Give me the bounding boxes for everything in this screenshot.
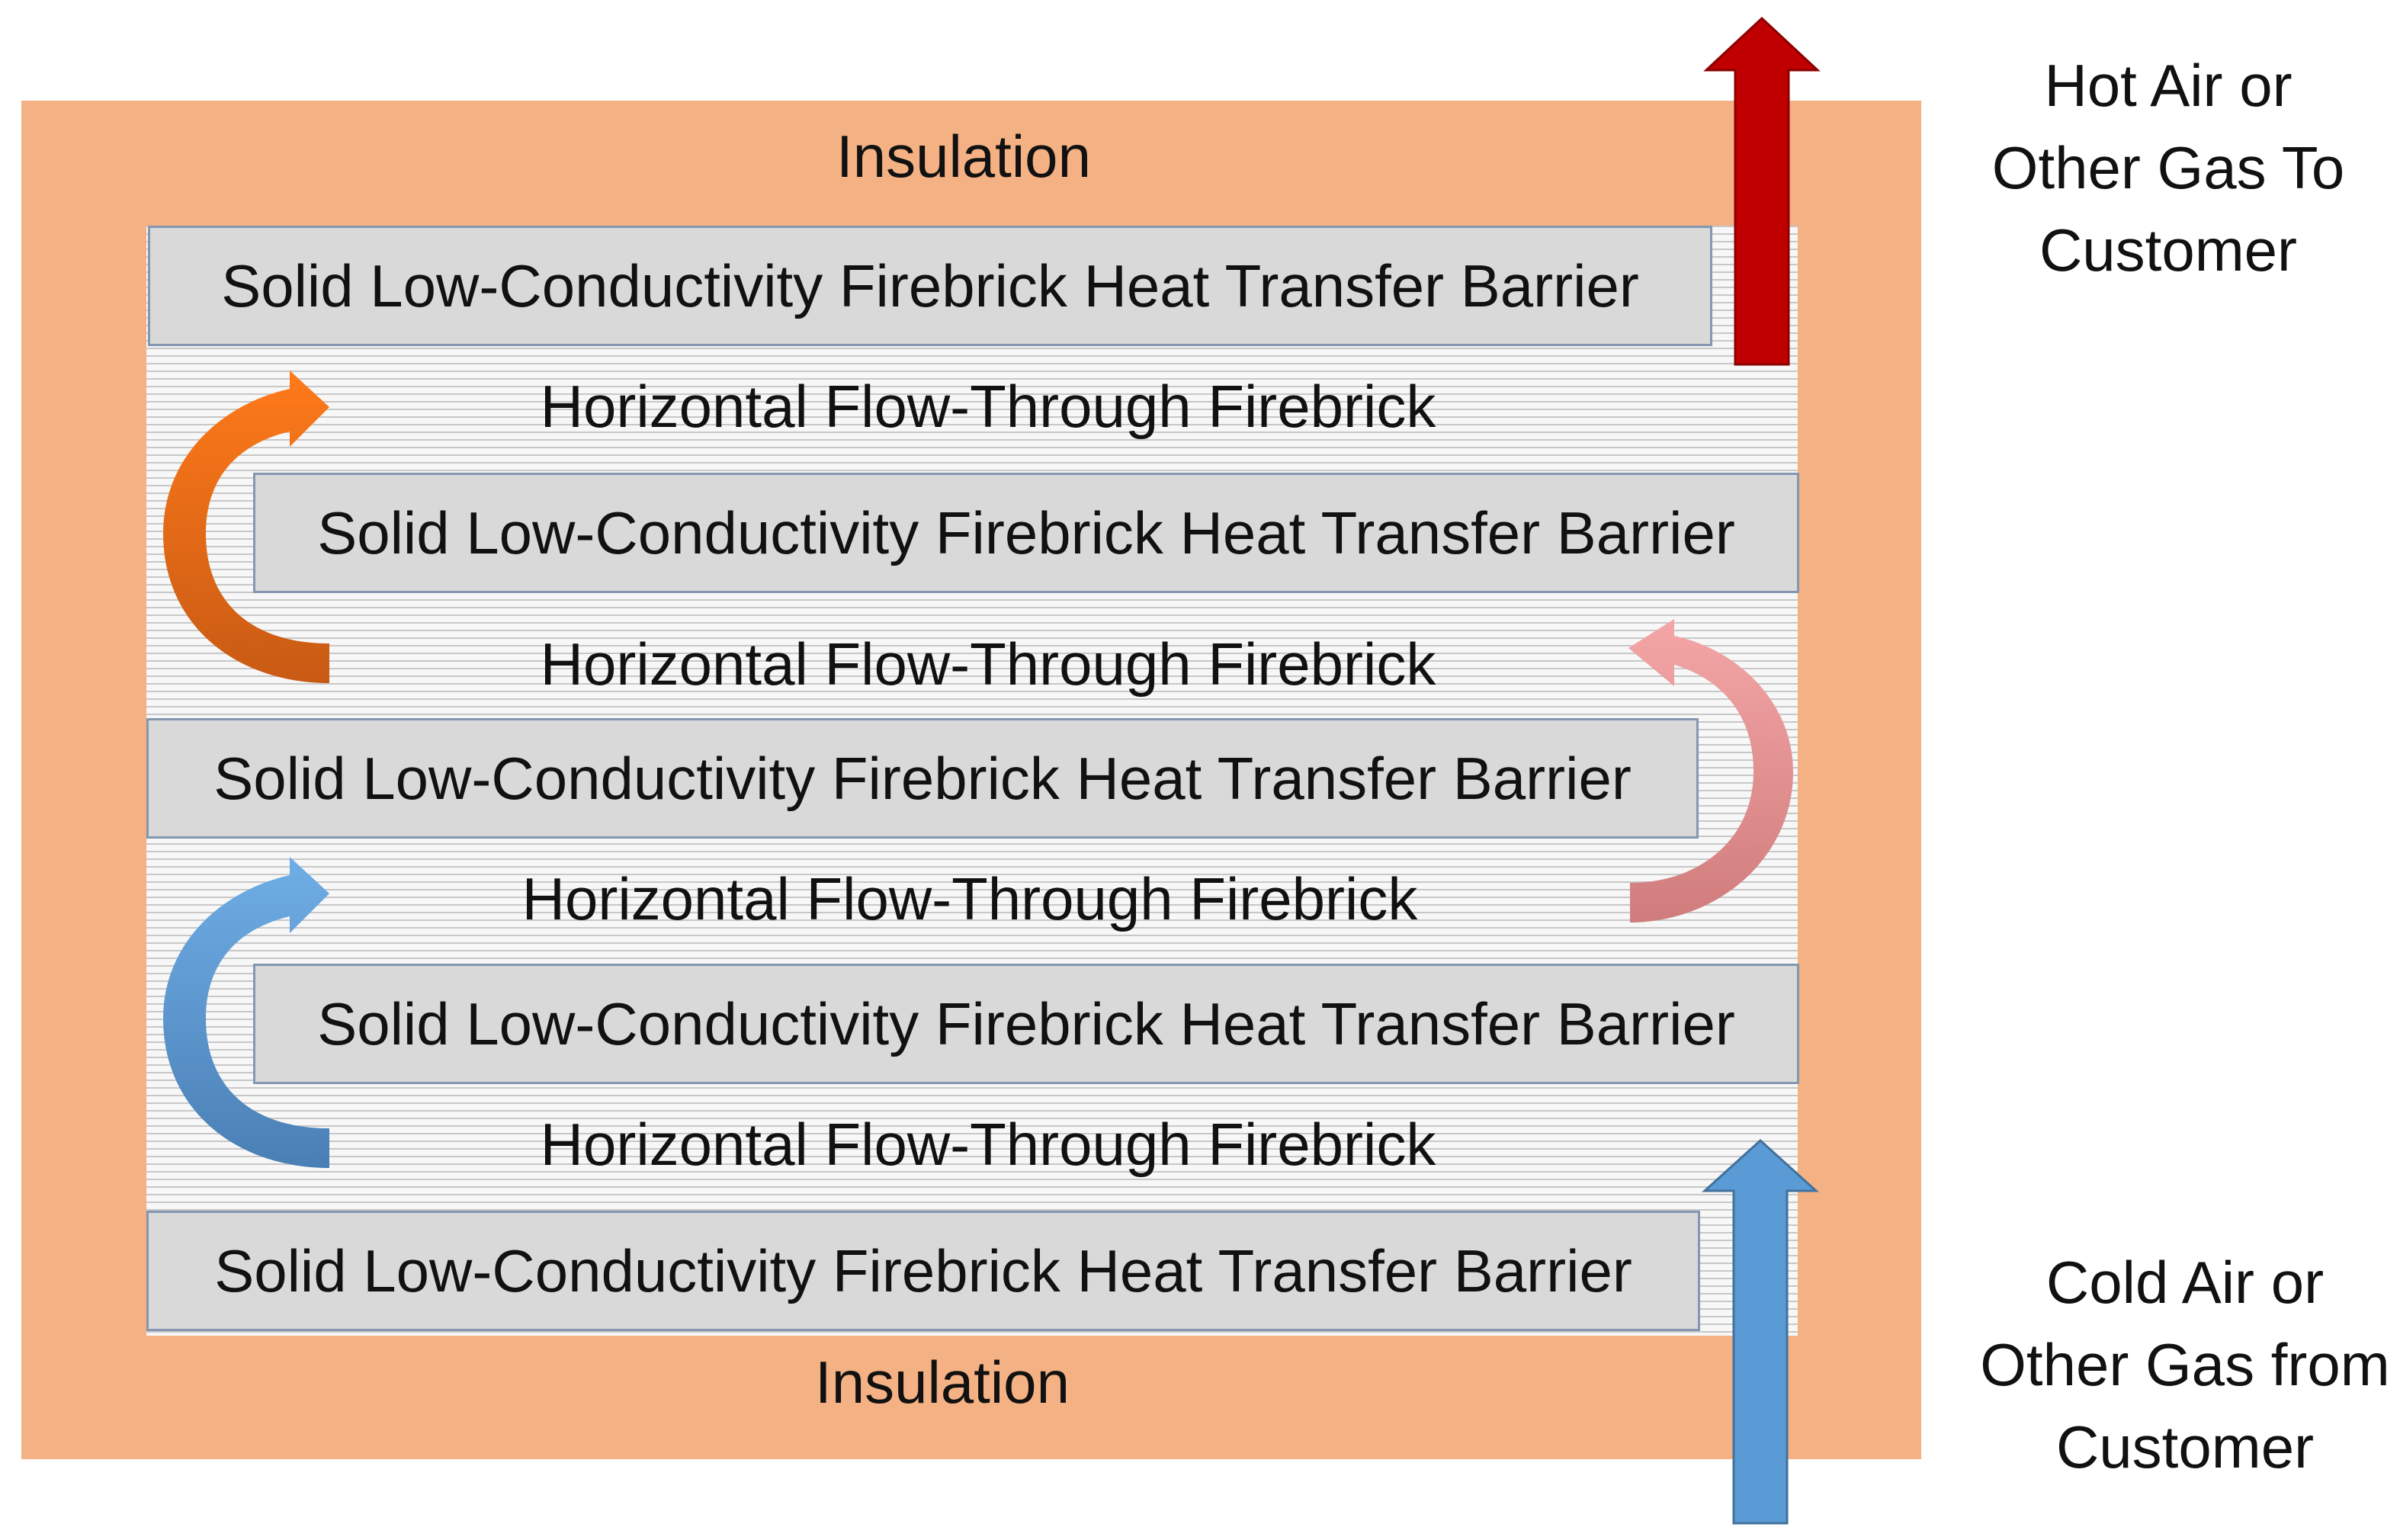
barrier-4: Solid Low-Conductivity Firebrick Heat Tr… (253, 964, 1799, 1084)
curved-arrow-pink (1628, 619, 1793, 922)
inlet-label: Cold Air or Other Gas from Customer (1980, 1241, 2389, 1488)
outlet-label-line-2: Other Gas To (1991, 134, 2345, 201)
insulation-bottom-label: Insulation (815, 1349, 1070, 1416)
curved-arrow-orange (163, 371, 329, 683)
inlet-label-line-3: Customer (2055, 1413, 2315, 1481)
flow-layer-1-label: Horizontal Flow-Through Firebrick (540, 373, 1436, 440)
flow-layer-2-label: Horizontal Flow-Through Firebrick (540, 630, 1436, 698)
outlet-label-line-3: Customer (2039, 217, 2298, 284)
barrier-5: Solid Low-Conductivity Firebrick Heat Tr… (146, 1211, 1700, 1331)
inlet-label-line-1: Cold Air or (2045, 1249, 2325, 1316)
barrier-3: Solid Low-Conductivity Firebrick Heat Tr… (146, 718, 1699, 839)
outlet-label: Hot Air or Other Gas To Customer (1992, 44, 2344, 291)
barrier-2: Solid Low-Conductivity Firebrick Heat Tr… (253, 473, 1799, 593)
barrier-1: Solid Low-Conductivity Firebrick Heat Tr… (148, 226, 1712, 346)
insulation-top-label: Insulation (836, 123, 1091, 190)
flow-layer-3-label: Horizontal Flow-Through Firebrick (521, 865, 1418, 932)
outlet-up-arrow (1703, 16, 1821, 366)
flow-layer-4-label: Horizontal Flow-Through Firebrick (540, 1111, 1436, 1178)
outlet-label-line-1: Hot Air or (2044, 52, 2293, 119)
curved-arrow-blue (163, 857, 329, 1168)
inlet-up-arrow (1702, 1138, 1819, 1525)
inlet-label-line-2: Other Gas from (1980, 1331, 2390, 1398)
